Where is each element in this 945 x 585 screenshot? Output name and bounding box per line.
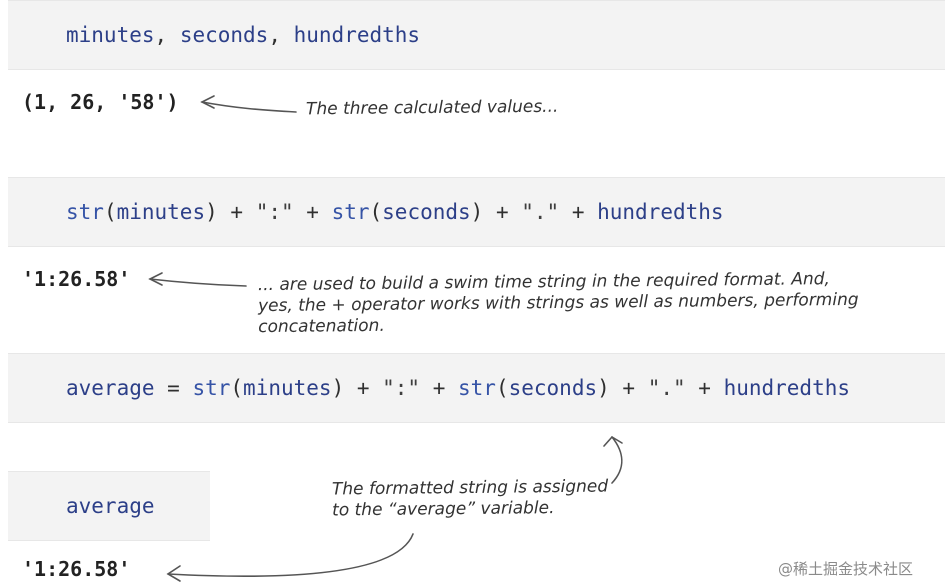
- code-token-name: hundredths: [597, 200, 724, 224]
- code-token-op: +: [559, 200, 598, 224]
- code-token-name: seconds: [508, 376, 598, 400]
- code-token-name: average: [66, 494, 155, 518]
- code-token-op: ,: [268, 23, 294, 47]
- arrowhead-1: [200, 95, 215, 109]
- code-token-op: ) +: [597, 376, 648, 400]
- code-line[interactable]: average: [66, 494, 155, 518]
- code-line[interactable]: minutes, seconds, hundredths: [66, 23, 420, 47]
- arrowhead-4: [166, 565, 181, 582]
- code-token-op: +: [685, 376, 724, 400]
- code-cell-2[interactable]: str(minutes) + ":" + str(seconds) + "." …: [8, 177, 945, 247]
- cell-output-1: (1, 26, '58'): [22, 90, 179, 114]
- code-token-op: ) +: [331, 376, 383, 400]
- cell-output-2: '1:26.58': [22, 267, 131, 291]
- code-token-op: +: [420, 376, 459, 400]
- code-token-op: (: [369, 200, 383, 224]
- code-token-name: minutes: [66, 23, 155, 47]
- code-cell-4[interactable]: average: [8, 471, 210, 541]
- code-token-func: str: [458, 376, 496, 400]
- code-token-func: str: [66, 200, 104, 224]
- arrowhead-3: [603, 435, 623, 447]
- arrowhead-2: [148, 272, 163, 286]
- code-cell-3[interactable]: average = str(minutes) + ":" + str(secon…: [8, 353, 945, 423]
- code-token-op: ) +: [470, 200, 522, 224]
- code-token-name: average: [66, 376, 155, 400]
- code-token-op: (: [103, 200, 117, 224]
- code-token-name: seconds: [179, 23, 269, 47]
- code-token-name: hundredths: [723, 376, 851, 400]
- watermark-text: @稀土掘金技术社区: [778, 560, 914, 578]
- code-token-str: ":": [382, 376, 421, 400]
- code-line[interactable]: average = str(minutes) + ":" + str(secon…: [66, 376, 850, 400]
- code-cell-1[interactable]: minutes, seconds, hundredths: [8, 0, 945, 70]
- code-token-name: minutes: [243, 376, 332, 400]
- code-token-op: (: [230, 376, 244, 400]
- code-token-name: seconds: [382, 200, 471, 224]
- code-token-str: ".": [521, 200, 560, 224]
- code-token-op: ,: [154, 23, 180, 47]
- code-token-func: str: [192, 376, 231, 400]
- code-token-op: (: [495, 376, 509, 400]
- code-token-op: =: [154, 376, 193, 400]
- code-token-op: ) +: [205, 200, 256, 224]
- arrow-to-output-4: [167, 533, 414, 577]
- code-line[interactable]: str(minutes) + ":" + str(seconds) + "." …: [66, 200, 724, 224]
- code-token-name: hundredths: [293, 23, 421, 47]
- code-token-op: +: [293, 200, 332, 224]
- arrow-to-output-1: [201, 101, 297, 113]
- code-token-func: str: [331, 200, 370, 224]
- arrow-to-output-2: [149, 278, 247, 287]
- arrow-to-code-cell-3: [611, 436, 623, 484]
- code-token-str: ":": [255, 200, 294, 224]
- code-token-name: minutes: [116, 200, 206, 224]
- code-token-str: ".": [647, 376, 686, 400]
- cell-output-4: '1:26.58': [22, 557, 131, 581]
